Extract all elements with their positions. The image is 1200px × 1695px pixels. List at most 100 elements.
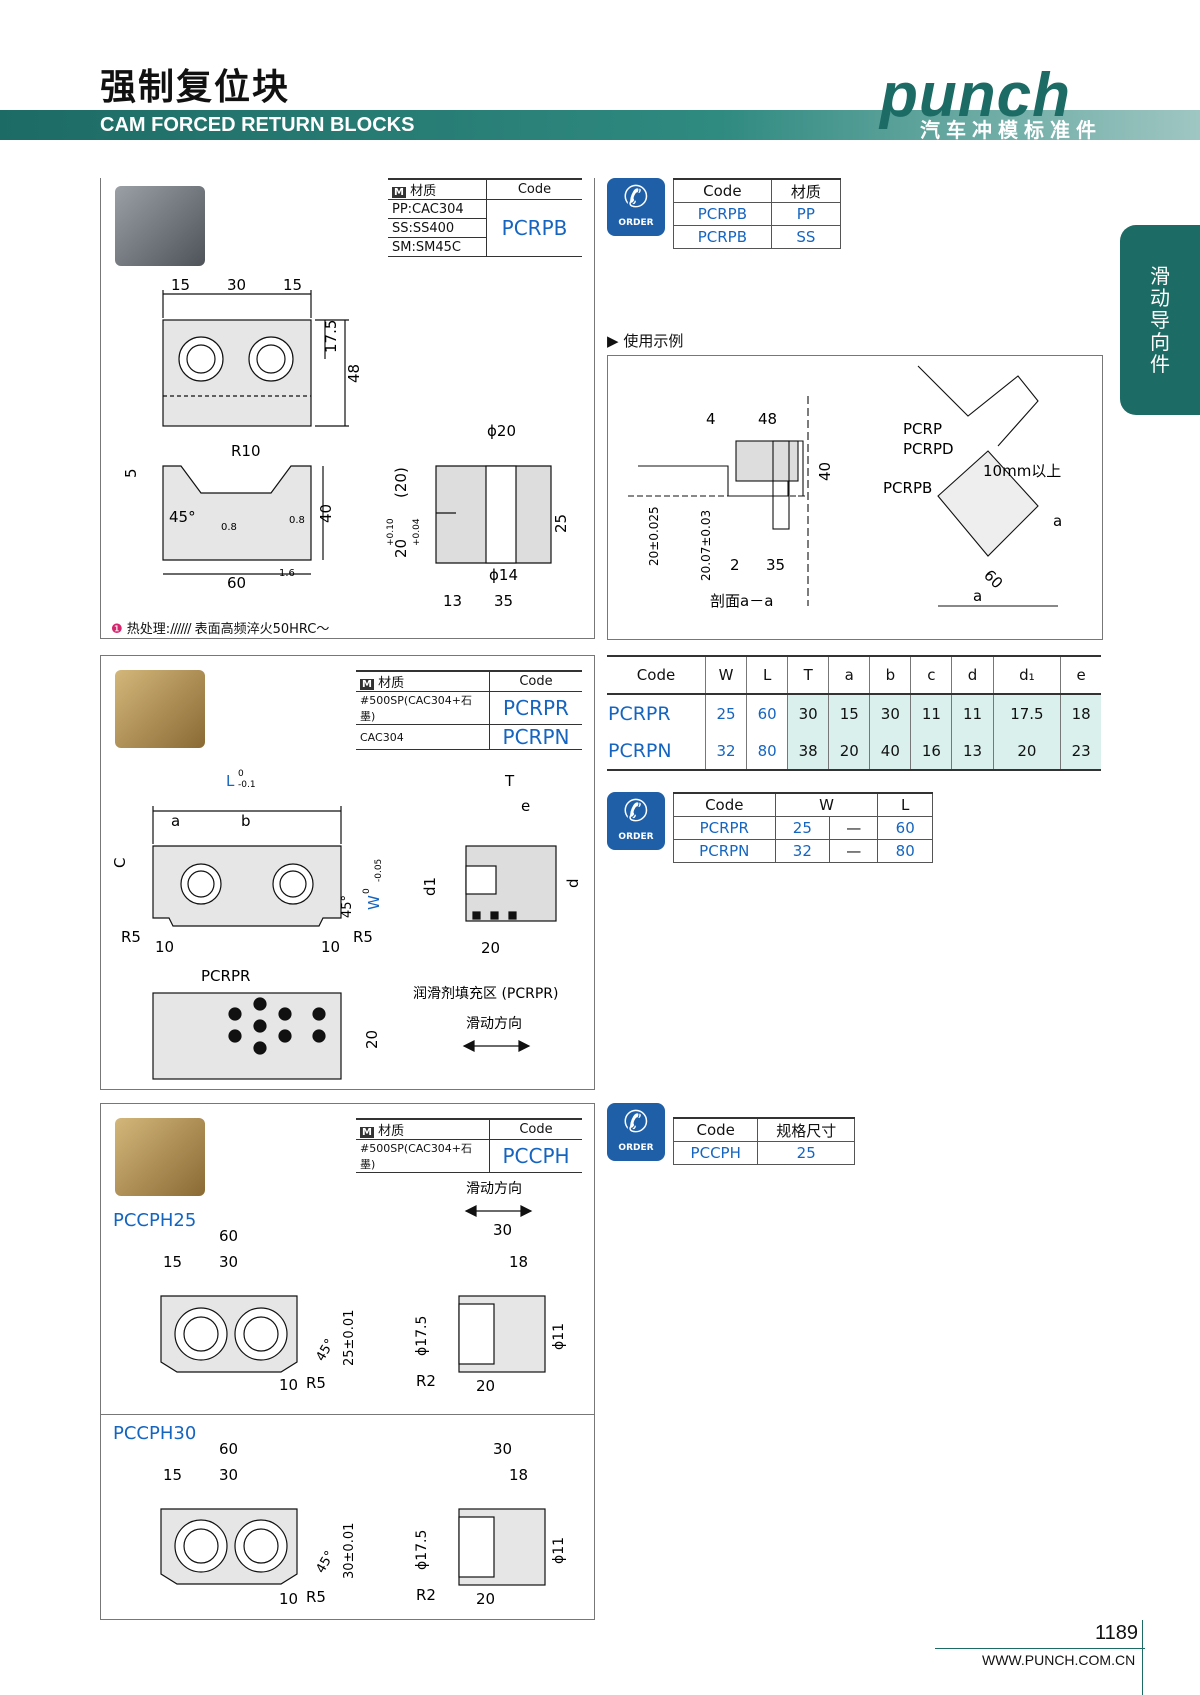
dim: 30 xyxy=(493,1221,512,1239)
brand-logo: punch xyxy=(880,61,1071,130)
spec-header: d₁ xyxy=(992,656,1061,694)
page-title-en: CAM FORCED RETURN BLOCKS xyxy=(100,114,415,136)
heat-treatment-note: ❶ 热处理:////// 表面高频淬火50HRC～ xyxy=(111,622,330,637)
order-icon-1[interactable]: ✆ORDER xyxy=(607,178,665,236)
phone-icon: ✆ xyxy=(623,794,649,829)
order-cell: 32 xyxy=(774,839,831,863)
variant-label: PCCPH30 xyxy=(113,1423,196,1444)
spec-cell: 30 xyxy=(869,694,911,732)
order-header: L xyxy=(877,792,933,817)
order-header: 规格尺寸 xyxy=(757,1117,855,1142)
order-cell: 25 xyxy=(757,1141,855,1165)
dim-w: W xyxy=(365,895,383,910)
footer-rule xyxy=(935,1648,1145,1649)
dim: 17.5 xyxy=(322,320,340,353)
brand-subtitle: 汽车冲模标准件 xyxy=(920,118,1102,142)
heat-text: 表面高频淬火50HRC～ xyxy=(194,622,330,637)
ex-dim: 20.07±0.03 xyxy=(699,510,713,581)
example-drawing: 4 48 40 20±0.025 20.07±0.03 2 35 剖面a－a P… xyxy=(628,365,1062,610)
dim: 30 xyxy=(219,1253,238,1271)
spec-cell: 20 xyxy=(992,732,1061,770)
footer-url[interactable]: WWW.PUNCH.COM.CN xyxy=(982,1652,1136,1668)
dim: 30 xyxy=(493,1440,512,1458)
dim: 45° xyxy=(340,895,355,918)
dim: 10 xyxy=(321,938,340,956)
mat-row: PP:CAC304 xyxy=(388,199,487,219)
phone-icon: ✆ xyxy=(623,1105,649,1140)
dim: 20 xyxy=(392,539,410,558)
dim-l: L xyxy=(226,772,235,790)
dim: R5 xyxy=(306,1374,326,1392)
spec-cell: 16 xyxy=(910,732,952,770)
dim: 10 xyxy=(155,938,174,956)
dim: ϕ17.5 xyxy=(414,1530,430,1570)
warning-icon: ❶ xyxy=(111,622,123,637)
dim: 20 xyxy=(481,939,500,957)
order-cell: PCRPB xyxy=(673,225,772,249)
pccph-photo xyxy=(115,1118,205,1196)
code-value: PCCPH xyxy=(489,1139,582,1173)
order-header: Code xyxy=(672,1117,759,1142)
spec-cell: 13 xyxy=(951,732,994,770)
spec-cell: 25 xyxy=(704,694,747,732)
dim: ϕ20 xyxy=(487,422,516,440)
dim: ϕ11 xyxy=(551,1537,567,1564)
dim: 35 xyxy=(494,592,513,610)
dim: R2 xyxy=(416,1372,436,1390)
dim: d xyxy=(564,878,582,888)
dim: 40 xyxy=(317,504,335,523)
mat-row: #500SP(CAC304+石墨) xyxy=(356,1139,490,1173)
dim: 15 xyxy=(171,276,190,294)
pcrpb-photo xyxy=(115,186,205,266)
dim: e xyxy=(521,797,530,815)
spec-header: e xyxy=(1060,656,1101,694)
dim: +0.04 xyxy=(412,518,422,546)
spec-cell: 15 xyxy=(828,694,870,732)
page-number: 1189 xyxy=(1095,1622,1139,1644)
order-cell: 25 xyxy=(774,816,831,840)
page-title-cn: 强制复位块 xyxy=(100,67,291,108)
dim: 30 xyxy=(227,276,246,294)
dim: 60 xyxy=(227,574,246,592)
order-icon-2[interactable]: ✆ORDER xyxy=(607,792,665,850)
dim: 45° xyxy=(313,1549,338,1576)
dim: 10 xyxy=(279,1376,298,1394)
dim: 15 xyxy=(163,1466,182,1484)
dim: T xyxy=(504,772,515,790)
order-cell: SS xyxy=(770,225,842,249)
dim: 18 xyxy=(509,1466,528,1484)
spec-cell: 80 xyxy=(746,732,788,770)
dim: R10 xyxy=(231,442,261,460)
dim: R5 xyxy=(306,1588,326,1606)
dim: 20 xyxy=(476,1590,495,1608)
surface-mark: 0.8 xyxy=(221,522,237,533)
example-panel: 4 48 40 20±0.025 20.07±0.03 2 35 剖面a－a P… xyxy=(607,355,1103,640)
dim: ϕ17.5 xyxy=(414,1316,430,1356)
spec-cell: 20 xyxy=(828,732,870,770)
dim-l-tol: 0 xyxy=(238,769,244,779)
side-tab-label: 滑动导向件 xyxy=(1150,264,1170,376)
ex-dim: 48 xyxy=(758,410,777,428)
dim: 15 xyxy=(163,1253,182,1271)
spec-cell: 23 xyxy=(1060,732,1101,770)
lube-note: 润滑剂填充区 (PCRPR) xyxy=(413,985,559,1002)
code-header: Code xyxy=(486,178,582,200)
ex-label: 10mm以上 xyxy=(983,462,1061,480)
dim: (20) xyxy=(392,467,410,498)
section2-drawings: L 0 -0.1 a b C W 0 -0.05 R5 R5 10 10 45°… xyxy=(111,769,582,1080)
order-header: 材质 xyxy=(770,178,842,203)
dim: 30±0.01 xyxy=(342,1523,357,1579)
spec-cell: 11 xyxy=(910,694,952,732)
ex-dim: 60 xyxy=(980,566,1006,592)
spec-cell: 11 xyxy=(951,694,994,732)
dim: ϕ11 xyxy=(551,1323,567,1350)
order-icon-3[interactable]: ✆ORDER xyxy=(607,1103,665,1161)
dim: 45° xyxy=(313,1337,338,1364)
order-header: W xyxy=(774,792,879,817)
dim: 13 xyxy=(443,592,462,610)
dim: 20 xyxy=(363,1030,381,1049)
slide-note: 滑动方向 xyxy=(466,1180,522,1197)
